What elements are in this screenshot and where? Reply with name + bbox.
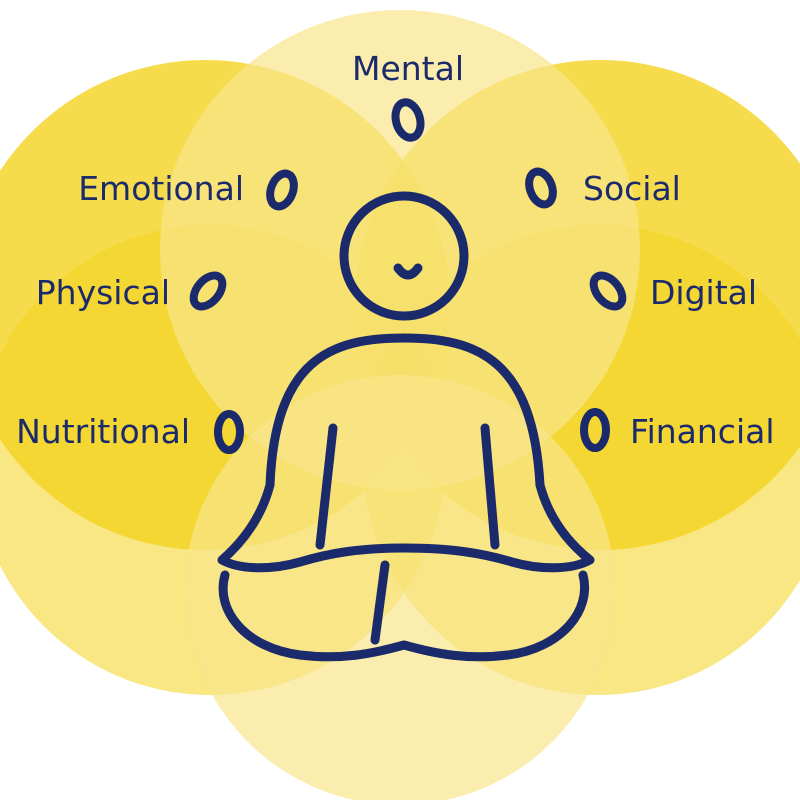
circle-bottom — [185, 375, 615, 800]
ring-icons — [189, 98, 627, 454]
ring-icon — [589, 271, 627, 311]
dimension-labels: Mental Emotional Social Physical Digital… — [16, 49, 774, 451]
person-legs — [218, 570, 589, 662]
ring-icon — [391, 98, 425, 142]
ring-icon — [214, 410, 244, 454]
meditating-person-icon — [217, 191, 595, 662]
label-emotional: Emotional — [78, 169, 244, 208]
ring-icon — [266, 169, 298, 211]
person-leg-center — [370, 560, 390, 645]
ring-icon — [580, 408, 610, 452]
label-physical: Physical — [36, 273, 170, 312]
person-head — [339, 191, 469, 321]
ring-icon — [525, 167, 557, 209]
label-mental: Mental — [352, 49, 464, 88]
label-financial: Financial — [630, 412, 775, 451]
person-smile — [393, 263, 423, 280]
label-nutritional: Nutritional — [16, 412, 190, 451]
ring-icon — [189, 271, 227, 311]
person-right-hand — [399, 480, 595, 573]
person-right-arm — [480, 423, 500, 550]
person-left-arm — [315, 423, 338, 550]
circle-top — [160, 10, 640, 490]
person-body — [265, 333, 545, 490]
label-digital: Digital — [650, 273, 757, 312]
label-social: Social — [583, 169, 681, 208]
background-circles — [0, 10, 800, 800]
person-left-hand — [217, 480, 409, 573]
